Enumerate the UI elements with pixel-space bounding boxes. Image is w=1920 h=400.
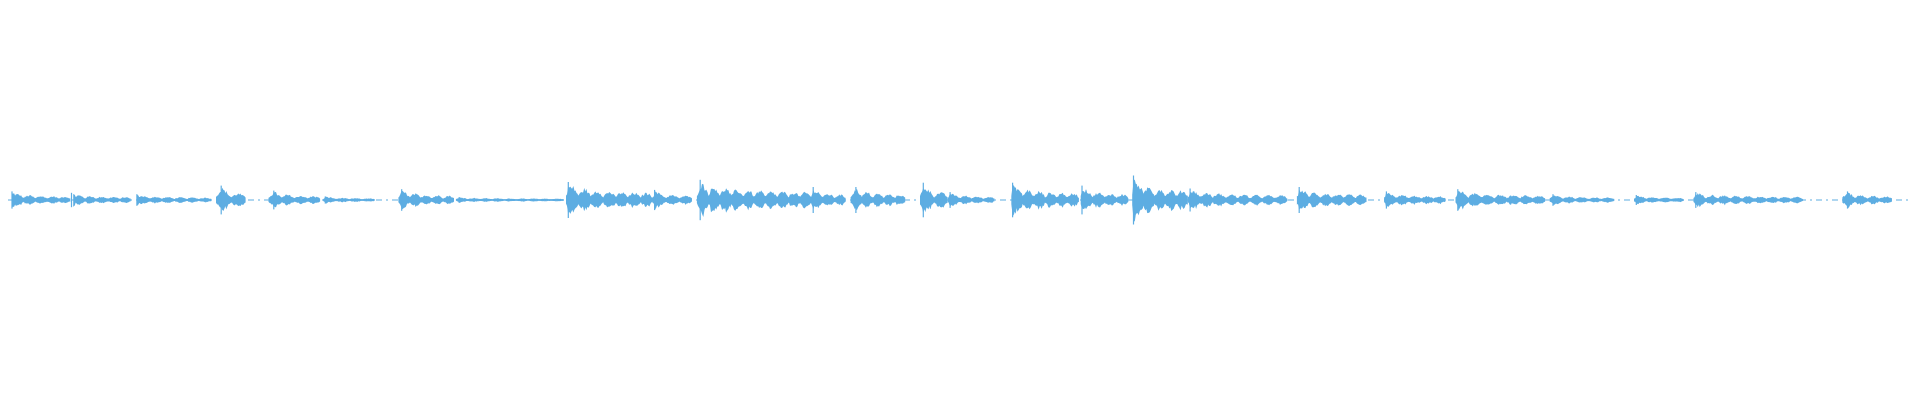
waveform-burst (1693, 193, 1804, 208)
waveform-burst (73, 194, 131, 207)
waveform-burst (811, 189, 846, 210)
waveform-burst (268, 191, 321, 208)
waveform-burst (1080, 189, 1129, 210)
waveform-burst (850, 188, 906, 211)
waveform-burst (920, 187, 948, 213)
waveform-burst (136, 194, 212, 206)
waveform-burst (652, 191, 692, 210)
waveform-burst (696, 183, 812, 217)
waveform-burst (1384, 192, 1446, 208)
waveform-burst (1634, 195, 1684, 205)
waveform-burst (566, 185, 653, 214)
waveform-burst (1455, 190, 1546, 211)
waveform-burst (1842, 192, 1892, 209)
waveform-burst (455, 197, 564, 203)
waveform-burst (323, 196, 375, 204)
waveform-burst (1187, 191, 1288, 209)
waveform-burst (11, 193, 71, 208)
waveform-burst (1132, 179, 1188, 222)
waveform-bursts (11, 175, 1892, 225)
waveform-burst (1296, 188, 1367, 210)
waveform-burst (1549, 195, 1615, 206)
waveform-burst (398, 190, 454, 210)
waveform-burst (216, 187, 246, 212)
waveform-burst (947, 192, 995, 208)
waveform-burst (1011, 184, 1079, 216)
